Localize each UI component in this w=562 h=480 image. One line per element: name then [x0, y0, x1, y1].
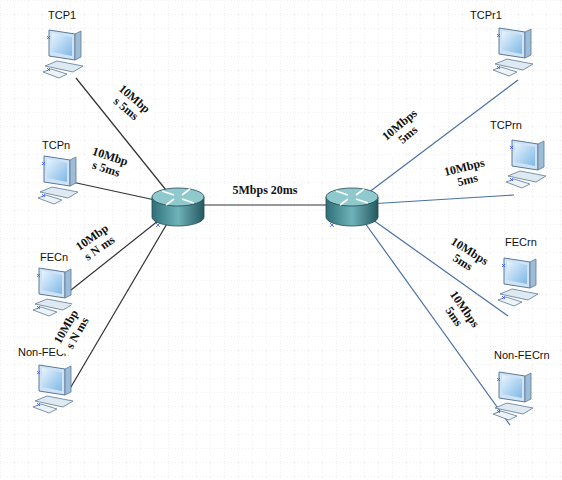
- computer-icon: [493, 28, 533, 76]
- computer-icon: [33, 365, 73, 413]
- computer-icons: [33, 28, 546, 420]
- computer-node: TCPr1: [468, 8, 504, 22]
- computer-icon: [493, 372, 533, 420]
- computer-node: TCPrn: [488, 118, 524, 132]
- computer-icon: [43, 30, 83, 78]
- computer-node: TCP1: [46, 8, 78, 22]
- computer-name: TCPr1: [470, 9, 502, 21]
- computer-node: FECrn: [503, 235, 539, 249]
- link-label: 5Mbps 20ms: [218, 184, 312, 197]
- computer-node: FECn: [38, 250, 70, 264]
- computer-name: FECrn: [505, 236, 537, 248]
- computer-icon: [506, 140, 546, 188]
- computer-name: TCPn: [42, 139, 70, 151]
- router-icon: [152, 188, 204, 227]
- computer-name: FECn: [40, 251, 68, 263]
- wires: [66, 78, 518, 425]
- network-link: [352, 205, 510, 425]
- computer-node: TCPn: [40, 138, 72, 152]
- computer-node: Non-FECrn: [492, 348, 552, 362]
- computer-name: TCP1: [48, 9, 76, 21]
- router-icon: [326, 188, 378, 227]
- computer-name: Non-FECrn: [494, 349, 550, 361]
- computer-icon: [33, 268, 73, 316]
- network-link: [352, 80, 518, 205]
- computer-icon: [498, 258, 538, 306]
- computer-name: TCPrn: [490, 119, 522, 131]
- computer-icon: [38, 156, 78, 204]
- network-link: [68, 205, 178, 392]
- network-link: [352, 205, 508, 316]
